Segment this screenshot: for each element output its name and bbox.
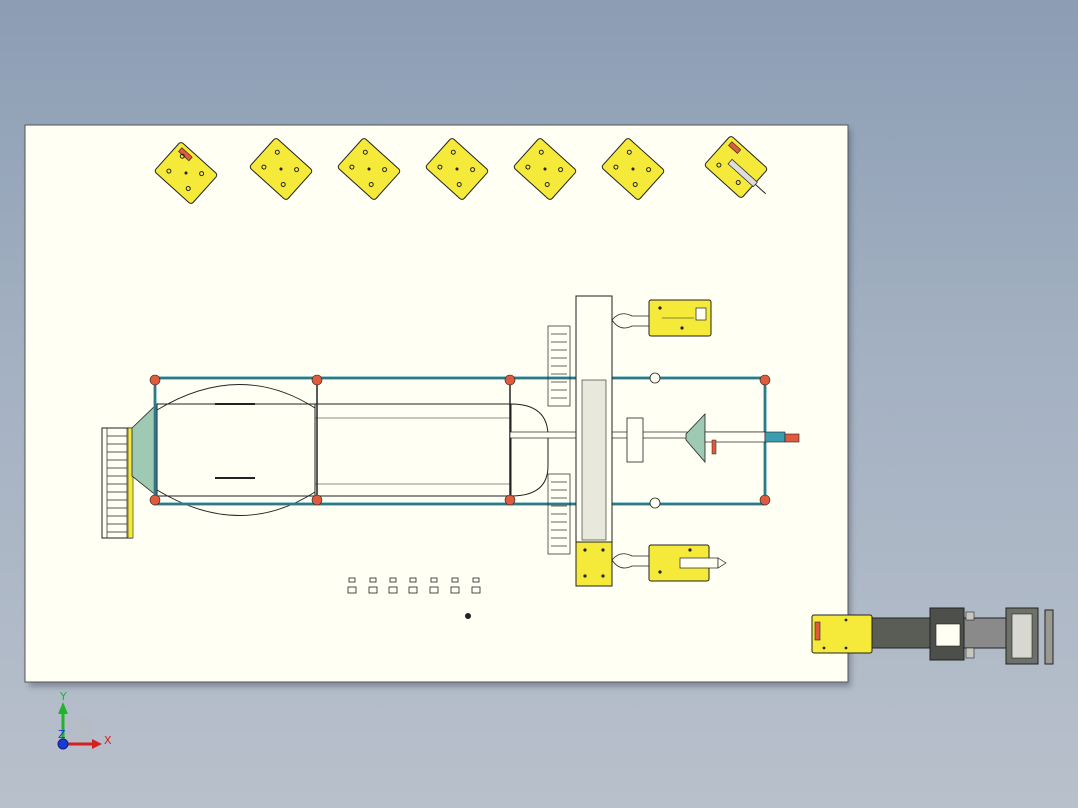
- triad-x-label: X: [104, 734, 112, 747]
- rail-ladder-lower: [547, 473, 571, 555]
- infeed-conveyor[interactable]: [101, 427, 134, 539]
- spindle-assembly[interactable]: [509, 372, 800, 509]
- fixture-plate-row: [154, 135, 779, 208]
- fixture-plate[interactable]: [337, 137, 401, 200]
- fixture-plate[interactable]: [154, 141, 218, 204]
- main-vessel[interactable]: [156, 384, 549, 516]
- lower-gripper[interactable]: [611, 544, 727, 582]
- triad-z-label: Z: [58, 728, 66, 741]
- origin-dot-icon: [465, 613, 471, 619]
- axis-triad-icon: Y X Z: [57, 690, 112, 750]
- frame-nodes: [149, 374, 771, 506]
- fixture-plate[interactable]: [249, 137, 313, 200]
- linear-actuator[interactable]: [811, 607, 1054, 665]
- fixture-plate[interactable]: [601, 137, 665, 200]
- gantry-rail[interactable]: [575, 295, 613, 587]
- rail-ladder-upper: [547, 325, 571, 407]
- fixture-plate[interactable]: [513, 137, 577, 200]
- fixture-plate-with-tool[interactable]: [704, 135, 779, 208]
- fixture-plate[interactable]: [425, 137, 489, 200]
- triad-y-label: Y: [59, 690, 67, 703]
- upper-gripper[interactable]: [611, 299, 712, 337]
- small-parts-row: [347, 577, 481, 594]
